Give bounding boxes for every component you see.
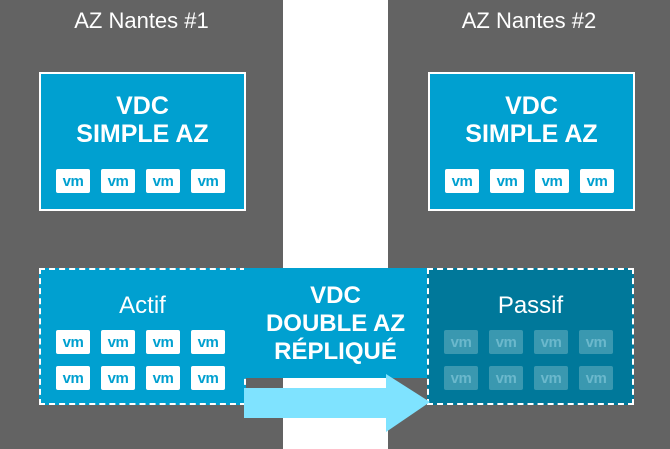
vm-icon: vm [534,330,568,354]
vdc-double-az-replicated: VDC DOUBLE AZ RÉPLIQUÉ [244,268,427,378]
vm-icon: vm [490,169,524,193]
vm-icon: vm [56,366,90,390]
vdc-double-az-title: VDC DOUBLE AZ RÉPLIQUÉ [244,282,427,366]
replicated-label: RÉPLIQUÉ [274,338,397,365]
vm-icon: vm [191,330,225,354]
vm-icon: vm [445,169,479,193]
vdc-double-az-passive: Passif vm vm vm vm vm vm vm vm [427,268,634,405]
simple-az-label: SIMPLE AZ [465,120,598,148]
vm-icon: vm [146,366,180,390]
vdc-label: VDC [505,92,558,120]
vdc-simple-az-left-title: VDC SIMPLE AZ [41,92,244,148]
vm-icon: vm [580,169,614,193]
vm-icon: vm [101,169,135,193]
active-label: Actif [119,292,166,319]
vm-icon: vm [534,366,568,390]
double-az-label: DOUBLE AZ [265,310,406,337]
az-nantes-2-title: AZ Nantes #2 [461,8,597,33]
az-nantes-2-column: AZ Nantes #2 VDC SIMPLE AZ vm vm vm vm P… [388,0,670,449]
vm-icon: vm [56,330,90,354]
vm-icon: vm [535,169,569,193]
vm-icon: vm [56,169,90,193]
vm-icon: vm [489,366,523,390]
vm-icon: vm [146,330,180,354]
replication-arrow-icon [244,374,430,432]
az-nantes-1-column: AZ Nantes #1 VDC SIMPLE AZ vm vm vm vm A… [0,0,283,449]
vdc-label: VDC [116,92,169,120]
vm-icon: vm [101,330,135,354]
vdc-double-az-active: Actif vm vm vm vm vm vm vm vm [39,268,246,405]
vdc-label: VDC [310,282,361,309]
vm-icon: vm [191,169,225,193]
vm-icon: vm [579,366,613,390]
vm-icon: vm [579,330,613,354]
vm-icon: vm [444,330,478,354]
az-nantes-1-title: AZ Nantes #1 [74,8,209,33]
vm-icon: vm [444,366,478,390]
vdc-simple-az-right-title: VDC SIMPLE AZ [430,92,633,148]
vm-icon: vm [146,169,180,193]
vm-icon: vm [191,366,225,390]
vdc-simple-az-left: VDC SIMPLE AZ vm vm vm vm [39,72,246,211]
vdc-simple-az-right: VDC SIMPLE AZ vm vm vm vm [428,72,635,211]
vm-icon: vm [101,366,135,390]
vm-icon: vm [489,330,523,354]
simple-az-label: SIMPLE AZ [76,120,209,148]
passive-label: Passif [497,292,564,319]
